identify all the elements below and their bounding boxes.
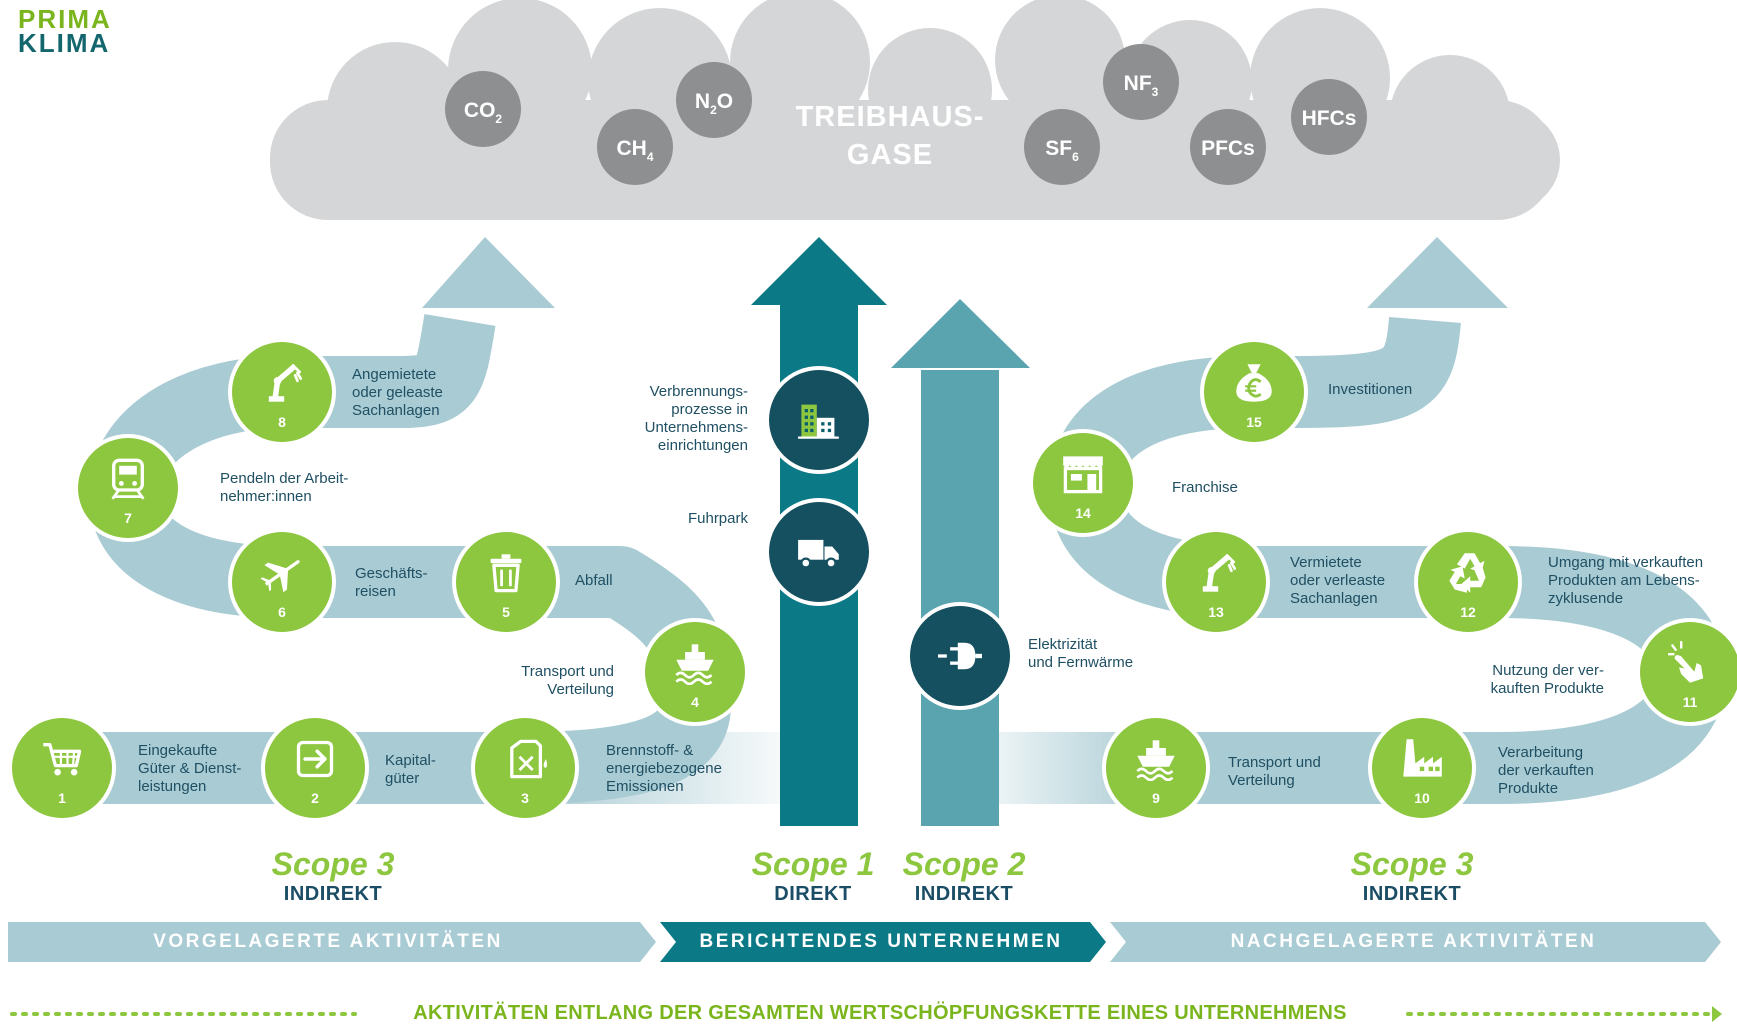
activity-node-11: 11: [1636, 618, 1737, 726]
gas-formula: CH4: [616, 137, 653, 164]
label-activity-4: Transport und Verteilung: [521, 663, 614, 698]
label-activity-3: Brennstoff- & energiebezogene Emissionen: [606, 742, 722, 795]
scope3-downstream-subtitle: INDIREKT: [1362, 883, 1462, 905]
label-activity-10: Verarbeitung der verkauften Produkte: [1498, 744, 1594, 797]
label-activity-12: Umgang mit verkauften Produkten am Leben…: [1548, 554, 1704, 607]
scope3-upstream-subtitle: INDIREKT: [283, 883, 383, 905]
activity-node-10: 10: [1368, 714, 1476, 822]
label-activity-9: Transport und Verteilung: [1228, 754, 1321, 789]
gas-co2-circle: CO2: [445, 71, 521, 147]
activity-node-7: 7: [74, 434, 182, 542]
label-vehicle-fleet: Fuhrpark: [687, 510, 748, 527]
label-activity-7: Pendeln der Arbeit- nehmer:innen: [220, 470, 349, 505]
scope3-upstream-title: Scope 3: [271, 846, 395, 882]
downstream-arrowhead: [1367, 237, 1508, 308]
gas-n2o-circle: N2O: [676, 62, 752, 138]
activity-number: 5: [502, 604, 510, 620]
scope2-title: Scope 2: [902, 846, 1026, 882]
direct-node-3: [906, 602, 1014, 710]
activity-number: 9: [1152, 790, 1160, 806]
activity-node-9: 9: [1102, 714, 1210, 822]
activity-number: 6: [278, 604, 286, 620]
activity-node-1: 1: [8, 714, 116, 822]
activity-node-8: 8: [228, 338, 336, 446]
band-label-reporting: BERICHTENDES UNTERNEHMEN: [699, 931, 1063, 952]
band-label-downstream: NACHGELAGERTE AKTIVITÄTEN: [1230, 931, 1597, 952]
label-activity-6: Geschäfts- reisen: [355, 565, 428, 600]
footer-arrowhead: [1712, 1006, 1722, 1022]
label-activity-15: Investitionen: [1328, 381, 1413, 398]
label-activity-11: Nutzung der ver- kauften Produkte: [1490, 662, 1604, 697]
gas-formula: SF6: [1045, 137, 1079, 164]
activity-number: 8: [278, 414, 286, 430]
activity-number: 11: [1683, 694, 1698, 710]
cloud-title: TREIBHAUS- GASE: [795, 101, 985, 171]
upstream-band: [8, 922, 656, 962]
label-electricity: Elektrizität und Fernwärme: [1028, 636, 1134, 671]
activity-number: 2: [311, 790, 319, 806]
activity-number: 7: [124, 510, 132, 526]
gas-formula: PFCs: [1201, 137, 1255, 160]
direct-node-2: [765, 498, 873, 606]
upstream-arrowhead: [422, 237, 555, 308]
gas-formula: N2O: [695, 90, 733, 117]
gas-nf3-circle: NF3: [1103, 44, 1179, 120]
label-activity-14: Franchise: [1172, 479, 1238, 496]
activity-node-6: 6: [228, 528, 336, 636]
footer-caption: AKTIVITÄTEN ENTLANG DER GESAMTEN WERTSCH…: [413, 1002, 1347, 1024]
activity-number: 15: [1246, 414, 1262, 430]
activity-number: 4: [691, 694, 699, 710]
activity-node-5: 5: [452, 528, 560, 636]
label-activity-8: Angemietete oder geleaste Sachanlagen: [352, 366, 443, 419]
scope3-downstream-title: Scope 3: [1350, 846, 1474, 882]
scope1-title: Scope 1: [751, 846, 875, 882]
activity-number: 3: [521, 790, 529, 806]
downstream-band: [1110, 922, 1721, 962]
gas-hfcs-circle: HFCs: [1291, 79, 1367, 155]
activity-node-4: 4: [641, 618, 749, 726]
label-activity-5: Abfall: [575, 572, 613, 589]
activity-node-14: 14: [1029, 429, 1137, 537]
activity-node-12: 12: [1414, 528, 1522, 636]
label-activity-13: Vermietete oder verleaste Sachanlagen: [1290, 554, 1386, 607]
logo-prima: PRIMA: [18, 4, 112, 34]
activity-node-3: 3: [471, 714, 579, 822]
gas-ch4-circle: CH4: [597, 109, 673, 185]
activity-number: 1: [58, 790, 66, 806]
scope2-subtitle: INDIREKT: [914, 883, 1014, 905]
logo-klima: KLIMA: [18, 28, 111, 58]
scope2-arrow: [891, 299, 1030, 826]
label-activity-1: Eingekaufte Güter & Dienst- leistungen: [138, 742, 242, 795]
gas-formula: CO2: [464, 99, 503, 126]
direct-node-1: [765, 366, 873, 474]
gas-formula: HFCs: [1302, 107, 1357, 130]
reporting-band: [660, 922, 1106, 962]
activity-number: 14: [1075, 505, 1091, 521]
gas-formula: NF3: [1124, 72, 1159, 99]
activity-node-15: 15: [1200, 338, 1308, 446]
label-activity-2: Kapital- güter: [385, 752, 436, 787]
activity-node-2: 2: [261, 714, 369, 822]
label-combustion: Verbrennungs- prozesse in Unternehmens- …: [644, 383, 748, 454]
gas-sf6-circle: SF6: [1024, 109, 1100, 185]
activity-number: 13: [1208, 604, 1224, 620]
activity-number: 10: [1414, 790, 1430, 806]
scope1-subtitle: DIREKT: [774, 883, 852, 905]
band-label-upstream: VORGELAGERTE AKTIVITÄTEN: [153, 931, 503, 952]
activity-number: 12: [1460, 604, 1476, 620]
activity-node-13: 13: [1162, 528, 1270, 636]
gas-pfcs-circle: PFCs: [1190, 109, 1266, 185]
